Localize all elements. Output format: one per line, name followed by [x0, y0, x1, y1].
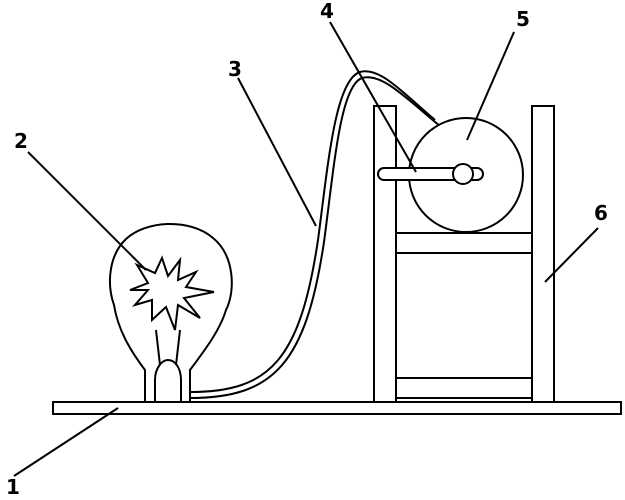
wire: [189, 70, 436, 393]
leader-line-6: [544, 227, 599, 283]
bulb-filament: [129, 255, 215, 331]
label-3: 3: [228, 57, 242, 81]
wire: [189, 76, 441, 399]
label-6: 6: [594, 201, 608, 225]
base-board: [52, 401, 622, 415]
label-2: 2: [14, 129, 28, 153]
label-1: 1: [6, 475, 20, 499]
light-bulb: [108, 222, 233, 402]
leader-line-3: [237, 77, 317, 227]
leader-line-1: [13, 407, 119, 477]
crank-rod: [377, 163, 484, 185]
frame: [373, 105, 555, 403]
leader-line-4: [329, 21, 417, 173]
label-5: 5: [516, 7, 530, 31]
leader-line-5: [466, 31, 515, 141]
leader-line-2: [27, 151, 147, 271]
label-4: 4: [320, 0, 334, 23]
